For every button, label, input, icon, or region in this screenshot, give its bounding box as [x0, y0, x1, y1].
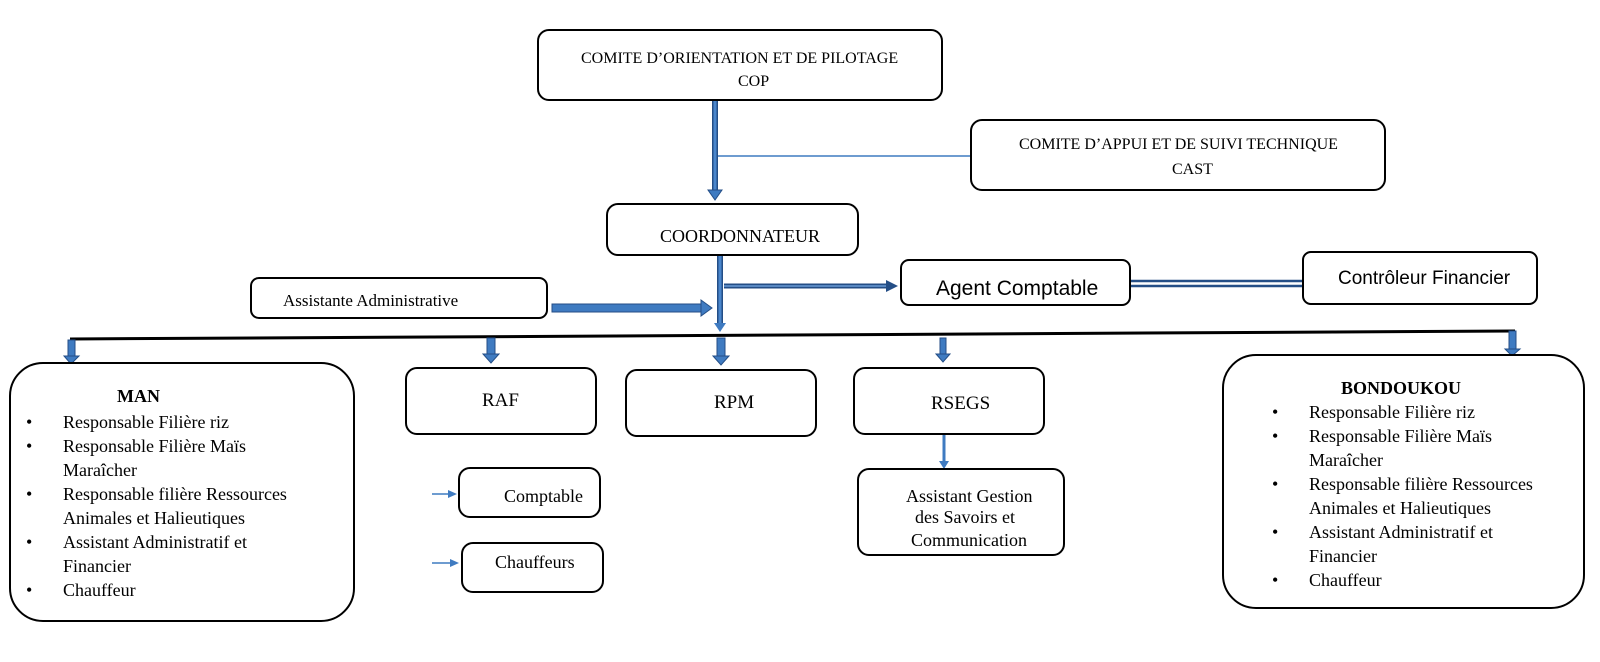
raf-label: RAF	[482, 390, 519, 411]
assistant-gestion-line2: des Savoirs et	[915, 507, 1015, 527]
chauffeurs-label: Chauffeurs	[495, 552, 575, 572]
man-item: Chauffeur	[26, 578, 287, 602]
cast-title: COMITE D’APPUI ET DE SUIVI TECHNIQUE	[1019, 136, 1338, 153]
drop-rpm-arrow	[711, 337, 731, 366]
controleur-box: Contrôleur Financier	[1302, 251, 1538, 305]
comptable-box: Comptable	[458, 467, 601, 518]
agent-comptable-arrow	[724, 280, 898, 292]
man-item: Responsable Filière riz	[26, 410, 287, 434]
comptable-arrow	[432, 490, 457, 498]
drop-rsegs-arrow	[934, 337, 952, 363]
assistant-gestion-box: Assistant Gestion des Savoirs et Communi…	[857, 468, 1065, 556]
coordonnateur-box: COORDONNATEUR	[606, 203, 859, 256]
assistante-label: Assistante Administrative	[283, 291, 459, 310]
controleur-label: Contrôleur Financier	[1338, 268, 1511, 289]
drop-bondoukou-arrow	[1503, 330, 1522, 357]
comptable-label: Comptable	[504, 486, 583, 506]
drop-man-arrow	[62, 339, 81, 365]
man-list: Responsable Filière riz Responsable Fili…	[26, 410, 287, 602]
coordonnateur-label: COORDONNATEUR	[660, 226, 821, 246]
bondoukou-item: Chauffeur	[1272, 568, 1533, 592]
coordonnateur-down-arrow	[714, 256, 726, 332]
rsegs-box: RSEGS	[853, 367, 1045, 435]
rpm-label: RPM	[714, 392, 755, 413]
cop-acronym: COP	[738, 73, 770, 90]
man-box: MAN Responsable Filière riz Responsable …	[9, 362, 355, 622]
controleur-link	[1131, 279, 1304, 288]
assistant-gestion-line3: Communication	[911, 530, 1027, 550]
raf-box: RAF	[405, 367, 597, 435]
bondoukou-box: BONDOUKOU Responsable Filière riz Respon…	[1222, 354, 1585, 609]
chauffeurs-arrow	[432, 559, 459, 567]
assistante-box: Assistante Administrative	[250, 277, 548, 319]
rsegs-to-assistant-arrow	[939, 435, 949, 469]
drop-raf-arrow	[481, 337, 501, 364]
assistante-arrow	[551, 299, 713, 317]
rpm-box: RPM	[625, 369, 817, 437]
cop-box: COMITE D’ORIENTATION ET DE PILOTAGE COP	[537, 29, 943, 101]
cop-title: COMITE D’ORIENTATION ET DE PILOTAGE	[581, 50, 899, 67]
agent-comptable-label: Agent Comptable	[936, 277, 1099, 300]
rsegs-label: RSEGS	[931, 393, 991, 414]
bondoukou-title: BONDOUKOU	[1341, 378, 1462, 398]
man-title: MAN	[117, 386, 160, 406]
distribution-line	[69, 329, 1516, 341]
cop-to-coordonnateur-arrow	[707, 100, 723, 201]
bondoukou-list: Responsable Filière riz Responsable Fili…	[1272, 400, 1533, 592]
assistant-gestion-line1: Assistant Gestion	[906, 486, 1033, 506]
bondoukou-item: Responsable Filière riz	[1272, 400, 1533, 424]
cast-acronym: CAST	[1172, 161, 1213, 178]
chauffeurs-box: Chauffeurs	[461, 542, 604, 593]
agent-comptable-box: Agent Comptable	[900, 259, 1131, 306]
cast-box: COMITE D’APPUI ET DE SUIVI TECHNIQUE CAS…	[970, 119, 1386, 191]
